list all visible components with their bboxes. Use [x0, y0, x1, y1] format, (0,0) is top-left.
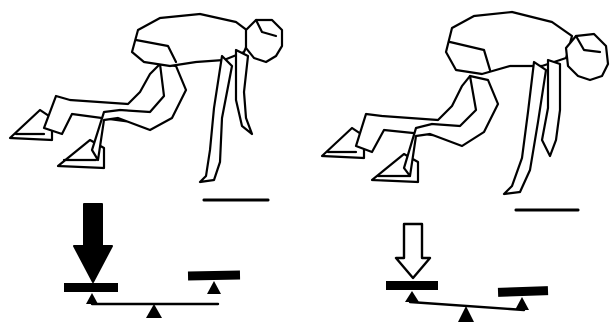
left-pan-light-pivot: [207, 281, 221, 294]
right-pan-right-pivot: [515, 297, 529, 310]
left-rear-arm: [200, 56, 232, 182]
left-fulcrum: [146, 304, 162, 318]
left-pan-heavy: [64, 283, 118, 292]
left-head: [246, 20, 282, 62]
left-sprinter-figure: [10, 14, 282, 182]
right-sprinter-figure: [322, 12, 608, 194]
filled-arrow-down-icon: [74, 204, 112, 282]
right-pan-left-pivot: [405, 291, 419, 302]
right-rear-arm: [504, 62, 546, 194]
left-front-arm: [236, 50, 252, 134]
outline-arrow-down-icon: [396, 224, 430, 278]
right-pan-right: [498, 286, 548, 297]
left-front-leg: [92, 64, 186, 160]
left-panel: [10, 14, 282, 318]
right-pan-left: [386, 281, 438, 290]
left-pan-light: [188, 271, 240, 281]
left-pan-pivot: [86, 293, 98, 304]
right-balance-scale: [386, 281, 548, 322]
right-panel: [322, 12, 608, 322]
right-fulcrum: [458, 306, 474, 322]
right-head: [566, 34, 608, 80]
left-torso: [132, 14, 252, 66]
